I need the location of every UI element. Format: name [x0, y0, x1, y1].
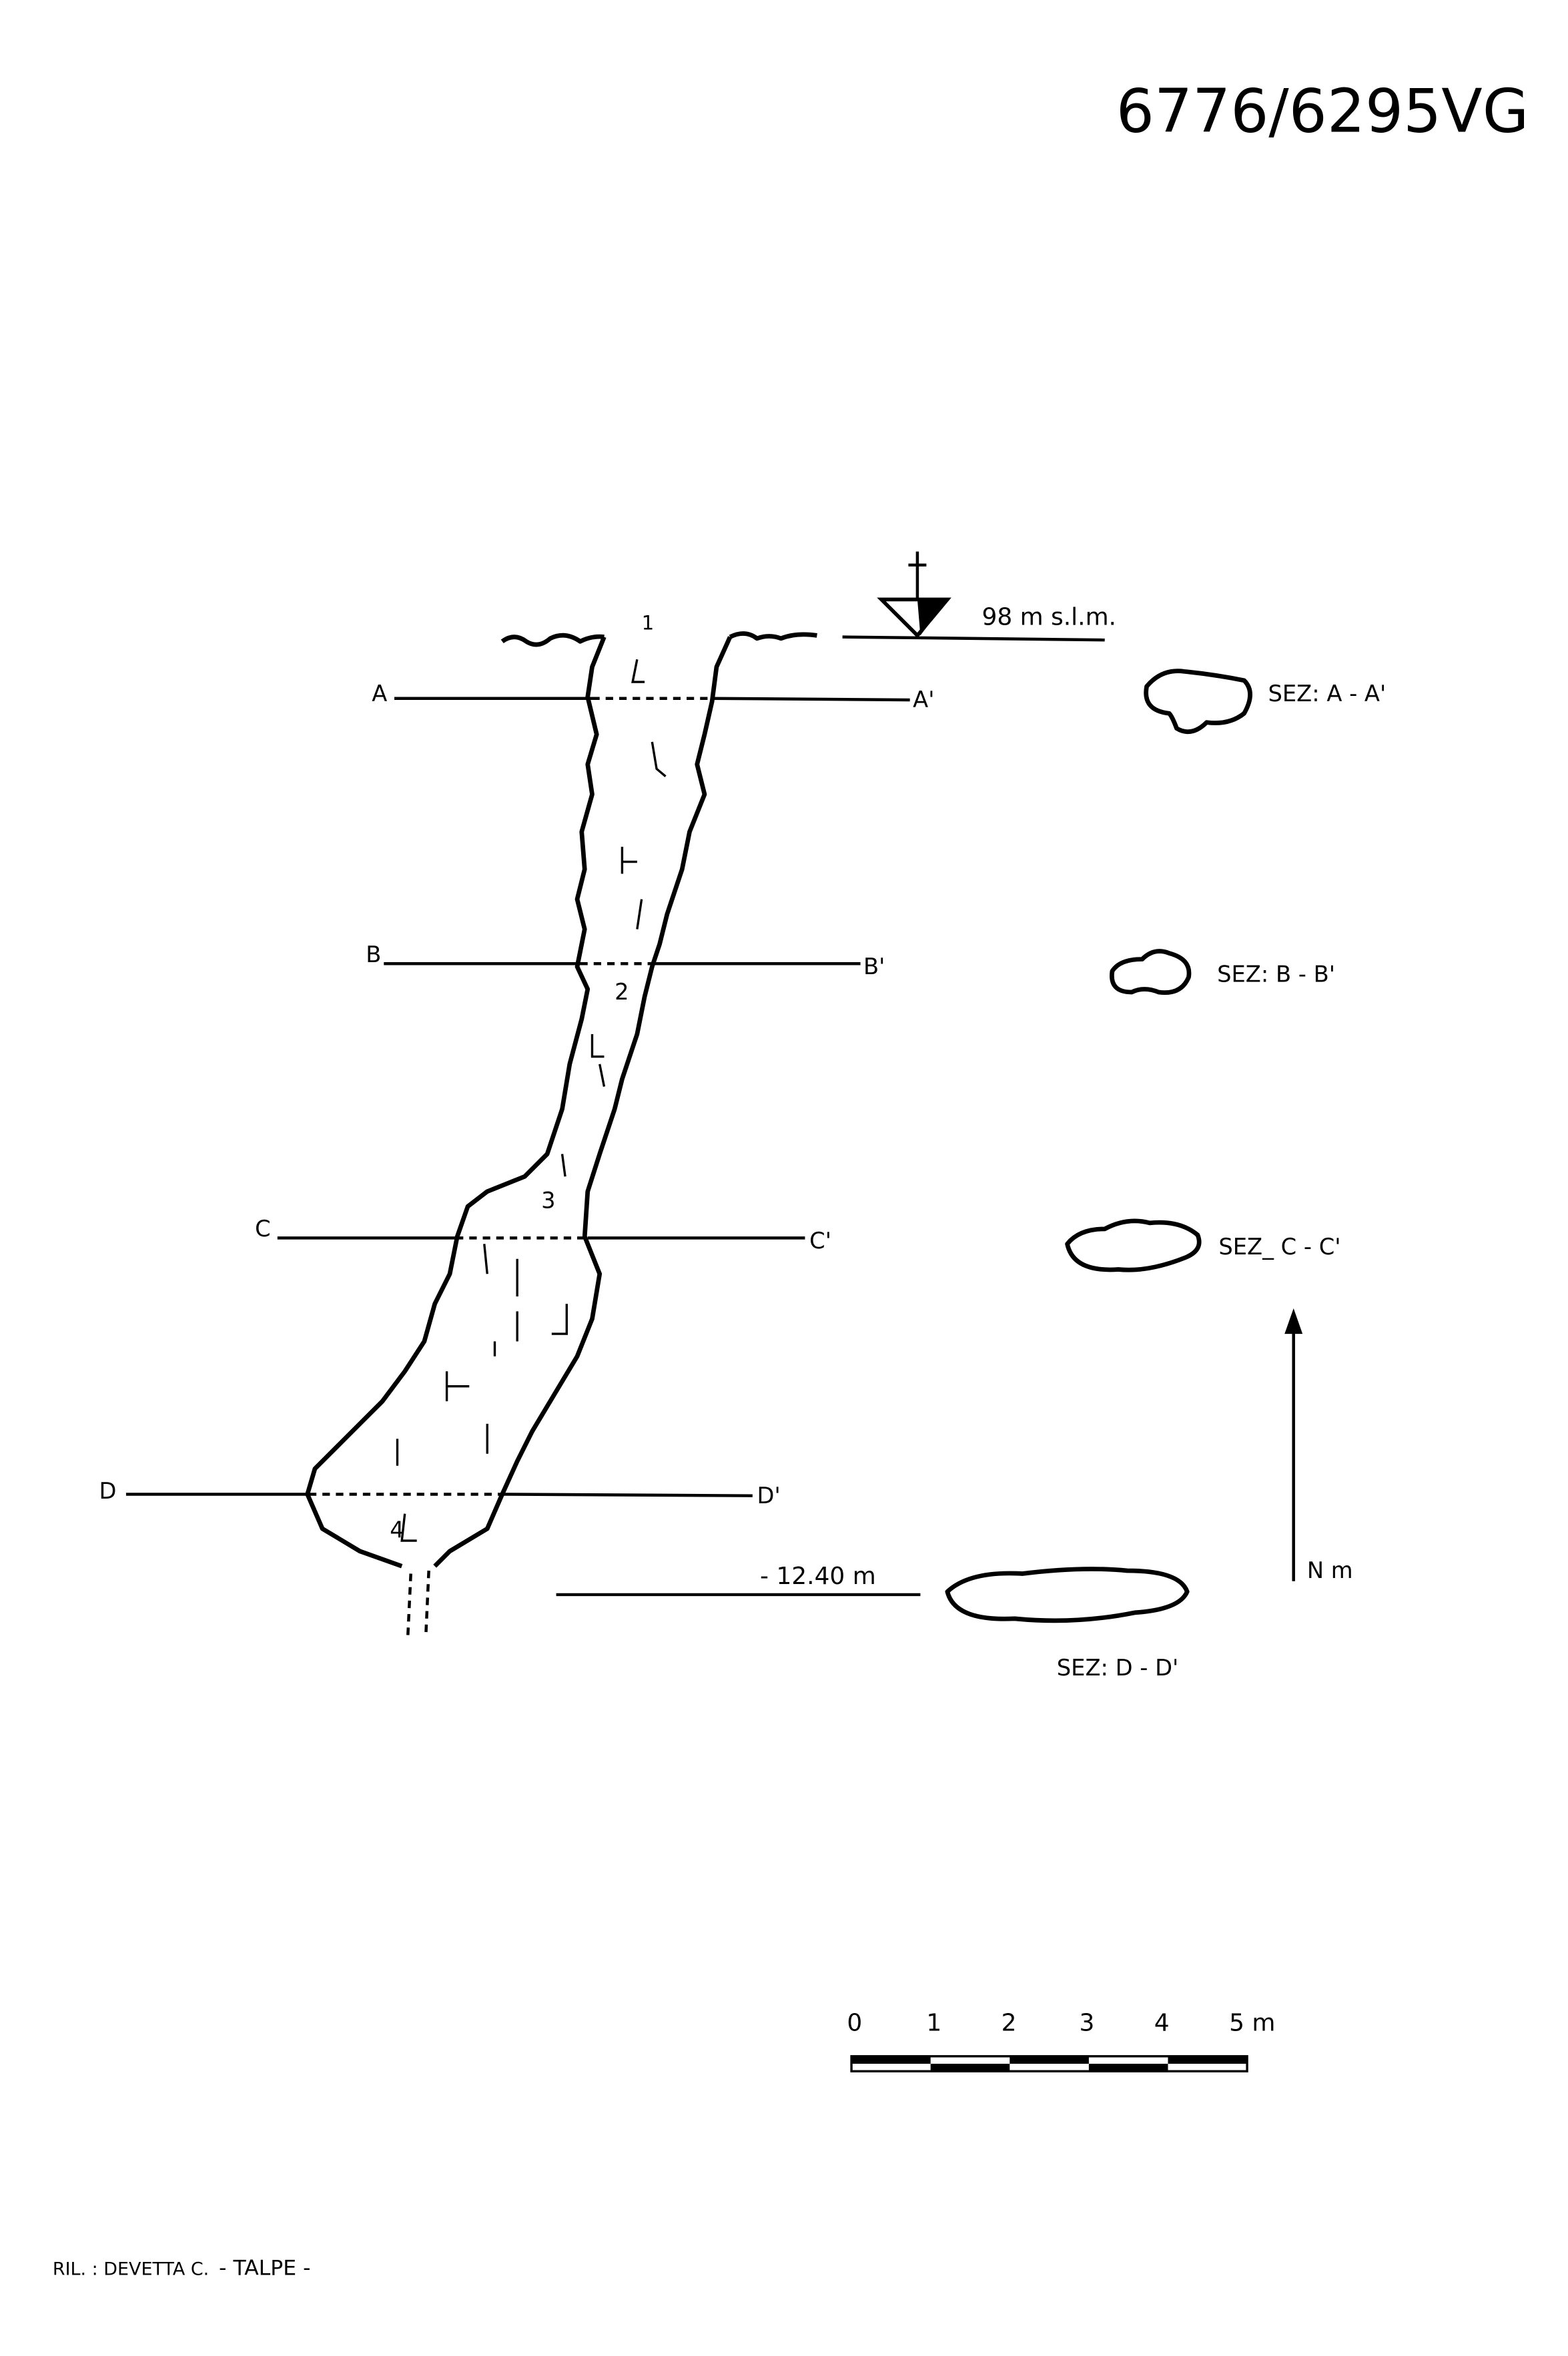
section-label-c: SEZ_ C - C': [1218, 1234, 1340, 1260]
svg-text:C: C: [255, 1216, 271, 1242]
north-arrow-icon: [1284, 1308, 1303, 1581]
station-label: 2: [615, 979, 629, 1005]
cross-section-b: [1110, 949, 1192, 995]
svg-text:3: 3: [1079, 2010, 1094, 2037]
section-line-a: A A': [372, 681, 934, 713]
group-credit: - TALPE -: [219, 2257, 310, 2281]
station-label: 3: [541, 1187, 555, 1213]
cross-section-d: [945, 1567, 1190, 1623]
svg-text:5 m: 5 m: [1229, 2010, 1275, 2037]
svg-text:1: 1: [926, 2010, 941, 2037]
section-label-a: SEZ: A - A': [1268, 681, 1387, 707]
section-line-c: C C': [255, 1216, 831, 1254]
scale-bar: 0 1 2 3 4 5 m: [847, 2010, 1275, 2072]
cave-left-wall: [305, 636, 607, 1569]
depth-label: - 12.40 m: [760, 1563, 876, 1590]
surveyor-credit: RIL. : DEVETTA C.: [53, 2259, 209, 2280]
svg-text:0: 0: [847, 2010, 862, 2037]
station-label: 4: [390, 1517, 404, 1543]
north-label: N m: [1307, 1557, 1353, 1583]
svg-text:4: 4: [1154, 2010, 1170, 2037]
svg-text:A': A': [913, 687, 934, 713]
cross-section-a: [1144, 669, 1252, 735]
svg-text:D: D: [99, 1478, 116, 1504]
elevation-label: 98 m s.l.m.: [982, 604, 1116, 631]
entrance-elevation-icon: [877, 551, 951, 639]
svg-text:D': D': [757, 1483, 781, 1509]
station-label: 1: [642, 611, 655, 634]
section-line-b: B B': [366, 941, 885, 979]
svg-text:A: A: [372, 681, 387, 707]
cave-id-title: 6776/6295VG: [1116, 77, 1529, 147]
elevation-line: [842, 635, 1105, 642]
svg-text:2: 2: [1002, 2010, 1017, 2037]
section-label-b: SEZ: B - B': [1217, 961, 1335, 987]
floor-slope-marks: [396, 659, 667, 1542]
svg-text:C': C': [809, 1228, 831, 1254]
section-line-d: D D': [99, 1478, 780, 1509]
cave-continuation: [406, 1570, 430, 1637]
cross-section-c: [1065, 1218, 1202, 1272]
svg-text:B: B: [366, 941, 381, 967]
section-label-d: SEZ: D - D': [1057, 1655, 1179, 1681]
svg-text:B': B': [863, 953, 885, 979]
ground-surface: [500, 631, 817, 647]
cave-right-wall: [433, 636, 733, 1568]
